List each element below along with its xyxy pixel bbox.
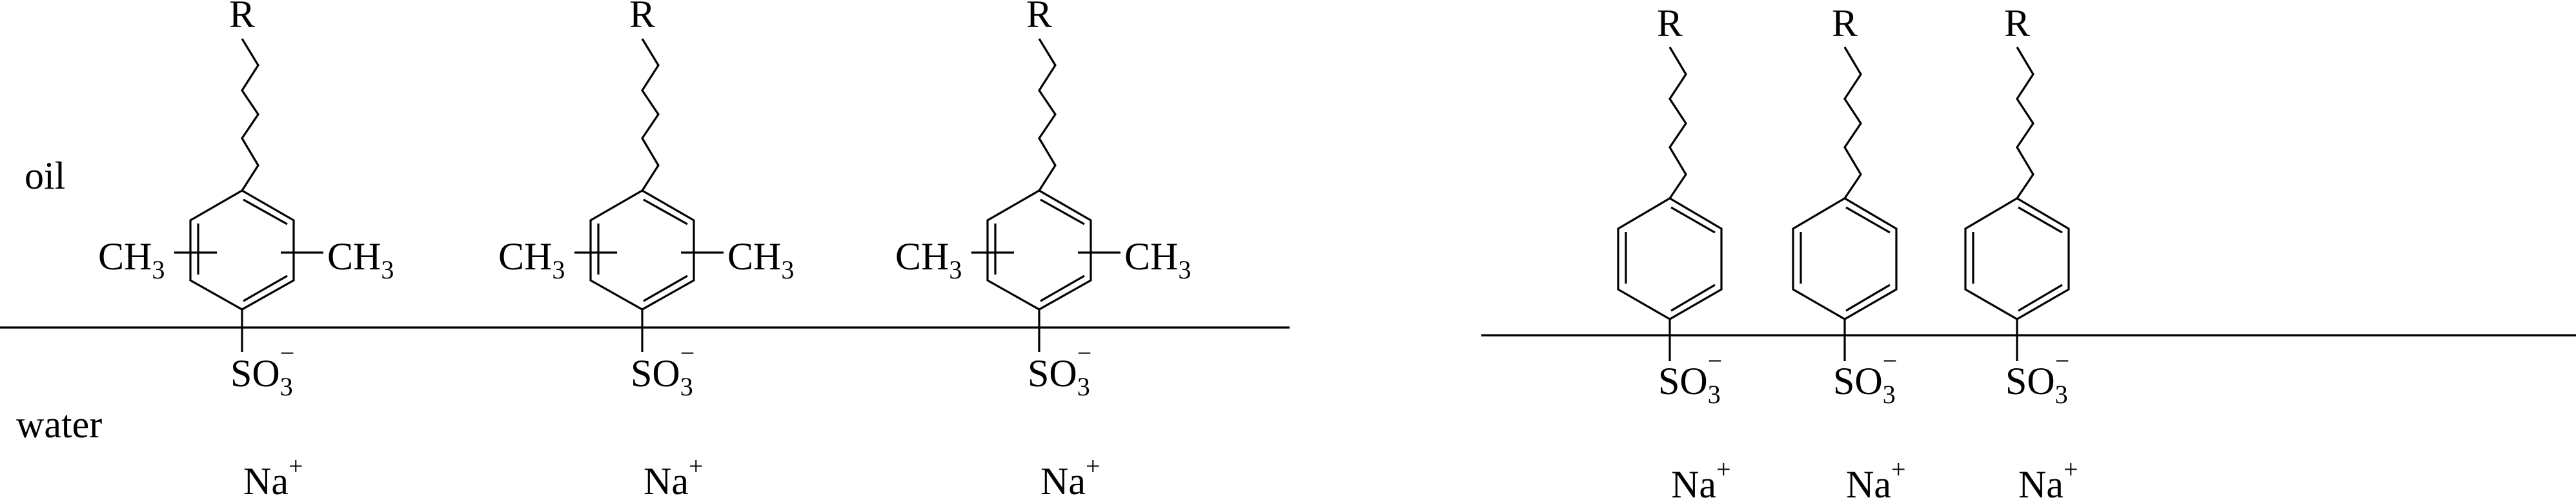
benzene-ring	[189, 189, 295, 311]
methyl-label: CH3	[1124, 235, 1191, 284]
methyl-label: CH3	[498, 235, 565, 284]
sulfonate-label: SO3−	[230, 339, 294, 401]
ring-double-bond	[1040, 275, 1085, 302]
sodium-ion-label: Na+	[243, 452, 303, 500]
benzene-ring	[589, 189, 695, 311]
r-group-label: R	[1657, 2, 1683, 45]
alkyl-chain	[641, 38, 660, 191]
sodium-ion-label: Na+	[644, 452, 704, 500]
ring-double-bond	[1670, 284, 1716, 312]
ring-double-bond	[643, 198, 688, 225]
alkyl-chain	[2016, 47, 2034, 199]
sulfonate-label: SO3−	[1833, 346, 1897, 409]
sulfonate-label: SO3−	[2005, 346, 2069, 409]
ring-double-bond	[243, 275, 288, 302]
sodium-ion-label: Na+	[1671, 455, 1731, 500]
r-group-label: R	[1832, 2, 1858, 45]
sulfonate-label: SO3−	[1658, 346, 1722, 409]
methyl-label: CH3	[727, 235, 794, 284]
r-group-label: R	[629, 0, 655, 36]
methyl-label: CH3	[895, 235, 962, 284]
ring-double-bond	[2018, 206, 2063, 234]
ring-double-bond	[1845, 284, 1891, 312]
ring-double-bond	[1845, 206, 1891, 234]
alkyl-chain	[241, 38, 259, 191]
water-label: water	[16, 403, 102, 446]
methyl-label: CH3	[98, 235, 165, 284]
methyl-label: CH3	[327, 235, 394, 284]
r-group-label: R	[2004, 2, 2030, 45]
r-group-label: R	[229, 0, 255, 36]
alkyl-chain	[1668, 47, 1687, 199]
sodium-ion-label: Na+	[2018, 455, 2078, 500]
sulfonate-label: SO3−	[1028, 339, 1091, 401]
r-group-label: R	[1026, 0, 1052, 36]
sodium-ion-label: Na+	[1040, 452, 1100, 500]
ring-double-bond	[1040, 198, 1085, 225]
alkyl-chain	[1843, 47, 1862, 199]
sulfonate-label: SO3−	[631, 339, 695, 401]
benzene-ring	[986, 189, 1092, 311]
benzene-ring	[1617, 197, 1723, 320]
ring-double-bond	[243, 198, 288, 225]
benzene-ring	[1792, 197, 1898, 320]
alkyl-chain	[1038, 38, 1057, 191]
ring-double-bond	[643, 275, 688, 302]
ring-double-bond	[2018, 284, 2063, 312]
oil-label: oil	[25, 154, 65, 197]
sodium-ion-label: Na+	[1846, 455, 1906, 500]
benzene-ring	[1964, 197, 2070, 320]
ring-double-bond	[1670, 206, 1716, 234]
